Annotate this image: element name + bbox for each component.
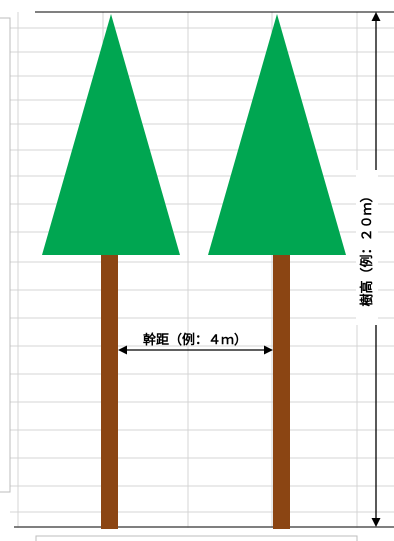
trunk-spacing-dimension: 幹距（例：４ｍ） (118, 332, 273, 355)
arrowhead-left (118, 345, 127, 355)
background-grid (0, 12, 394, 541)
tree-height-label: 樹高（例：２０ｍ） (359, 189, 375, 306)
foliage-right (208, 14, 346, 255)
arrowhead-top (371, 12, 381, 21)
tree-height-dimension: 樹高（例：２０ｍ） (356, 12, 381, 527)
tree-right (208, 14, 346, 529)
height-label-backdrop (356, 170, 378, 325)
tree-left (42, 14, 180, 529)
arrowhead-right (264, 345, 273, 355)
arrowhead-bottom (371, 518, 381, 527)
trunk-left (101, 254, 118, 529)
trunk-spacing-label: 幹距（例：４ｍ） (143, 332, 247, 348)
foliage-left (42, 14, 180, 255)
trunk-right (273, 254, 290, 529)
